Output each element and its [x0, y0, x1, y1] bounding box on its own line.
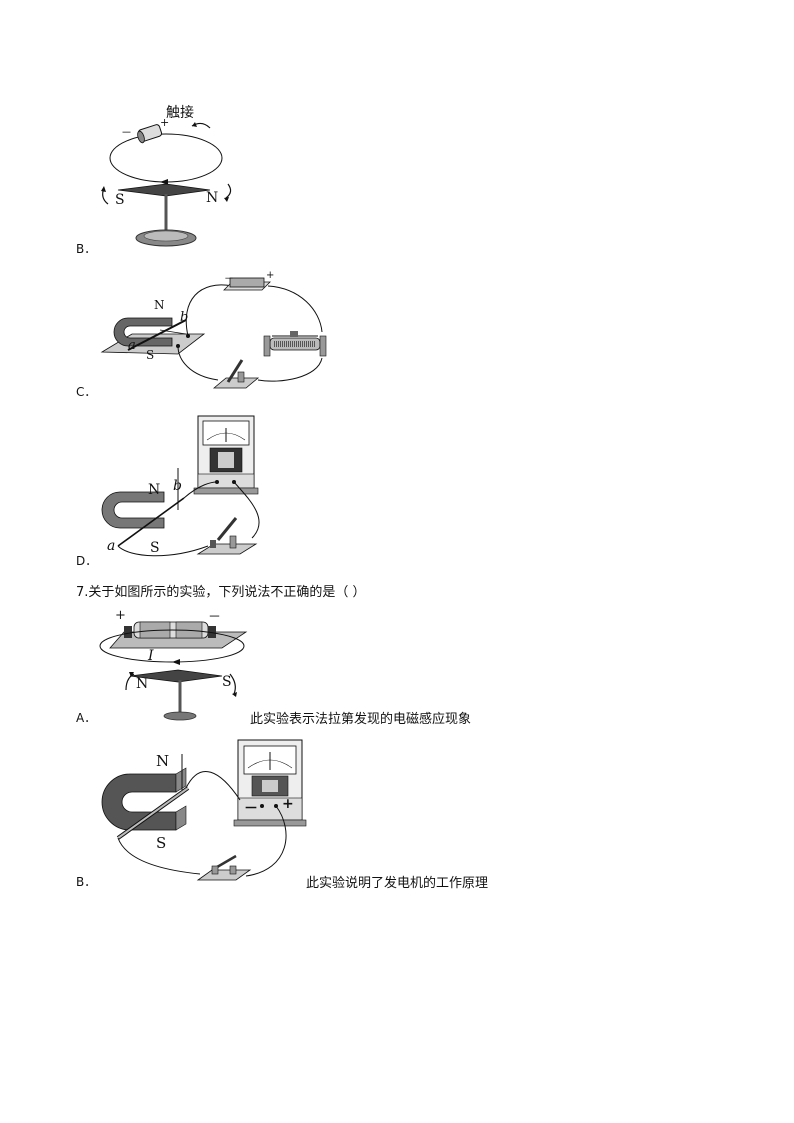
rotate-right-arrow-icon	[225, 183, 232, 199]
knife-switch	[212, 359, 260, 389]
galvanometer	[193, 415, 259, 495]
meter-minus-label: －	[244, 801, 258, 817]
pole-s-label: S	[115, 192, 125, 208]
touch-label: 触接	[166, 105, 194, 121]
pole-s-label: S	[222, 674, 232, 690]
knife-switch	[196, 517, 258, 555]
metal-rod-ab	[117, 497, 185, 547]
battery-plus-label: +	[160, 116, 170, 129]
option-b-text: 此实验说明了发电机的工作原理	[306, 876, 489, 891]
metal-rod-ab	[127, 319, 187, 351]
loop-arrow-icon	[160, 179, 168, 185]
option-a-label: A．	[76, 711, 97, 725]
rotate-left-arrow-icon	[125, 673, 135, 691]
rheostat	[263, 331, 327, 357]
battery-box	[223, 277, 271, 291]
battery-icon	[137, 124, 163, 144]
circuit-wire	[117, 770, 287, 877]
magnetic-needle	[117, 183, 211, 197]
magnetic-needle	[129, 669, 223, 683]
battery-minus-label: －	[224, 274, 234, 285]
circuit-wire	[177, 284, 323, 382]
horseshoe-magnet	[113, 317, 173, 347]
rod-end-a-label: a	[107, 538, 116, 554]
battery-plus-label: +	[115, 608, 126, 623]
circuit-wire	[117, 481, 260, 557]
pole-n-label: N	[136, 676, 149, 692]
meter-plus-label: +	[282, 796, 294, 812]
rod-end-b-label: b	[173, 478, 182, 494]
rotate-right-arrow-icon	[229, 673, 236, 695]
stand-base	[163, 711, 197, 721]
battery-minus-label: －	[121, 126, 132, 139]
pole-s-label: S	[156, 834, 167, 852]
current-arrow-icon	[172, 659, 180, 665]
knife-switch	[196, 854, 252, 881]
horseshoe-magnet	[101, 491, 165, 529]
pole-n-label: N	[156, 752, 170, 770]
option-b-label: B．	[76, 242, 97, 256]
rod-end-b-label: b	[180, 310, 189, 325]
horseshoe-magnet	[101, 773, 177, 831]
rod-end-a-label: a	[128, 338, 136, 353]
option-b-label: B．	[76, 875, 97, 889]
battery-plus-label: +	[266, 270, 275, 281]
current-label: I	[148, 648, 154, 664]
question-7-stem: 7.关于如图所示的实验，下列说法不正确的是（ ）	[76, 585, 366, 600]
option-c-label: C．	[76, 385, 97, 399]
option-a-text: 此实验表示法拉第发现的电磁感应现象	[250, 712, 472, 727]
pole-n-label: N	[154, 298, 165, 312]
pole-s-label: S	[150, 540, 160, 556]
galvanometer	[233, 739, 307, 827]
pole-n-label: N	[206, 190, 219, 206]
battery-minus-label: －	[208, 610, 222, 625]
pole-s-label: S	[146, 348, 155, 362]
pole-n-label: N	[148, 482, 161, 498]
option-d-label: D．	[76, 554, 98, 568]
